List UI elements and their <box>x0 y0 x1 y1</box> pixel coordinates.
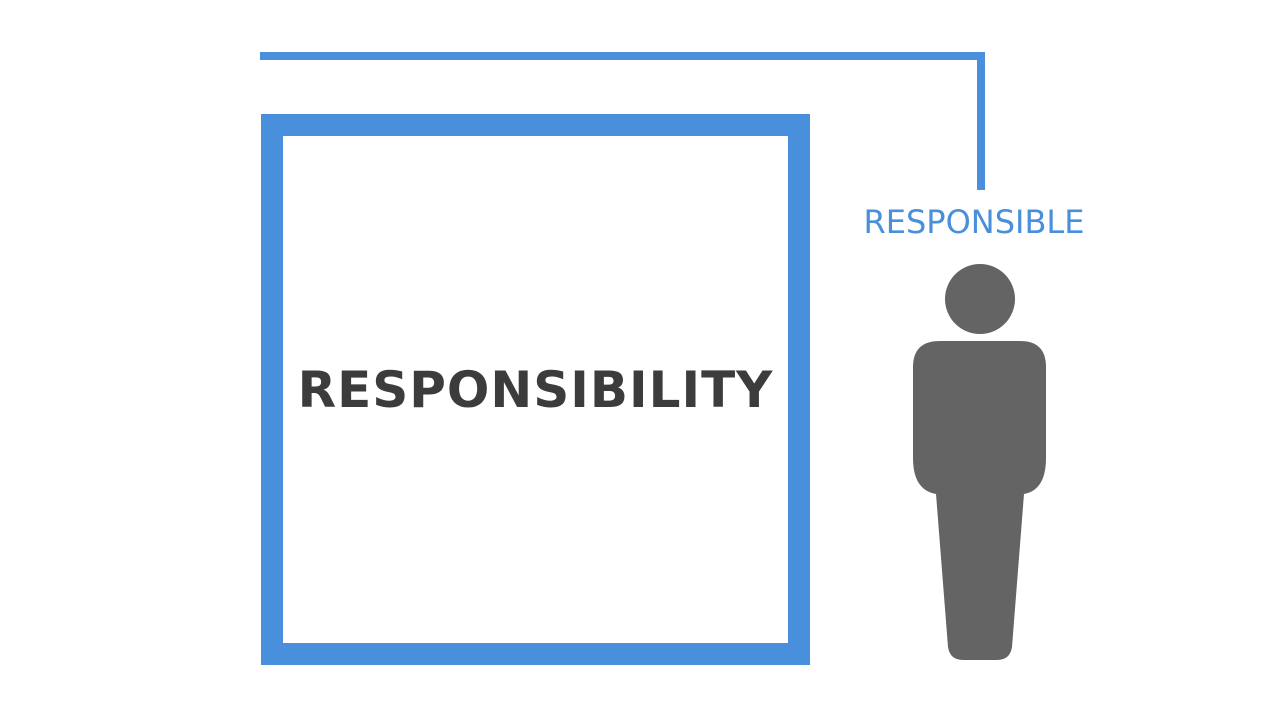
person-body <box>913 341 1046 660</box>
responsible-label: RESPONSIBLE <box>863 203 1085 241</box>
person-icon <box>913 264 1046 660</box>
connector-line-vertical <box>977 52 985 190</box>
responsibility-box: RESPONSIBILITY <box>261 114 810 665</box>
connector-line-horizontal <box>260 52 985 60</box>
person-head <box>945 264 1015 334</box>
responsibility-label: RESPONSIBILITY <box>297 360 774 419</box>
